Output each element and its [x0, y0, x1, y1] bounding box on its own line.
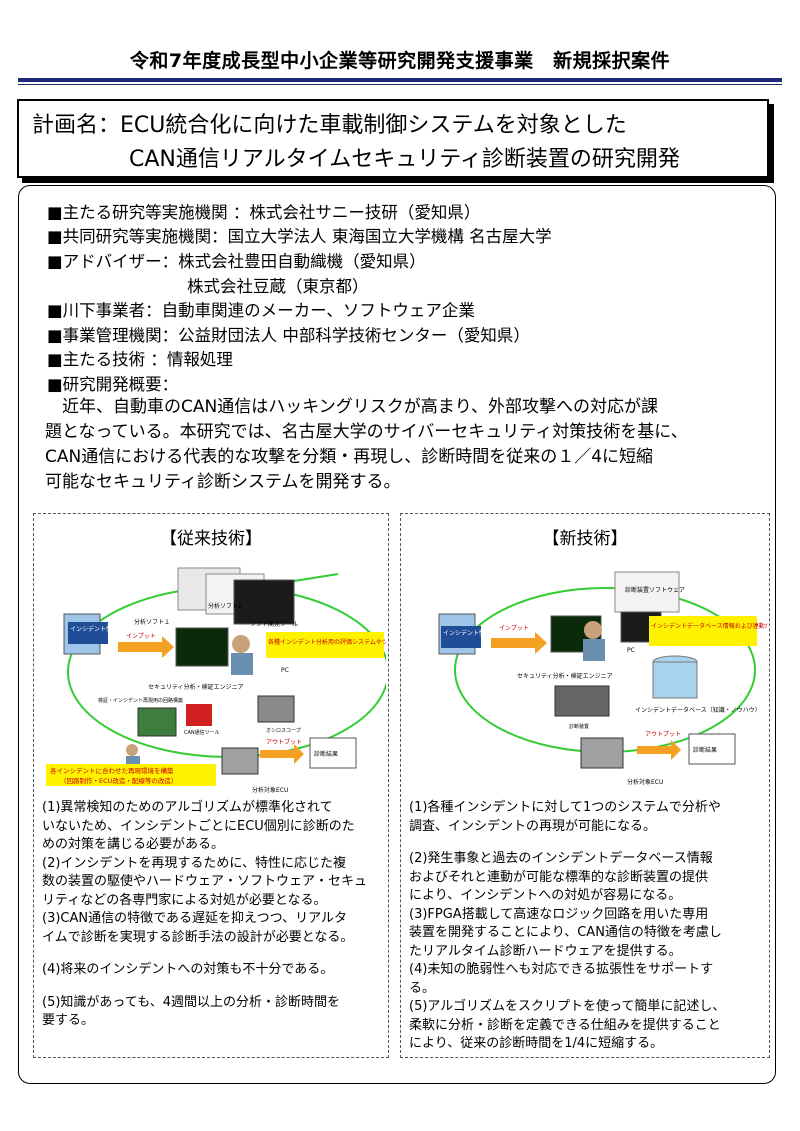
- database-icon: [652, 661, 698, 699]
- bottom-callout-line-1: 各インシデントに合わせた再現環境を構築: [50, 766, 174, 775]
- ecu-label: 分析対象ECU: [627, 778, 663, 786]
- can-tool-label: CAN通信ツール: [184, 729, 220, 736]
- result-label: 診断結果: [314, 750, 338, 758]
- engineer-icon: [584, 621, 602, 639]
- ecu-icon: [580, 737, 624, 769]
- overview-label: ■研究開発概要：: [47, 375, 179, 394]
- reproduce-label: 検証・インシデント再現用の回路構築: [98, 697, 183, 704]
- incident-label-bg: [441, 626, 481, 648]
- engineer-label: セキュリティ分析・検証エンジニア: [517, 672, 613, 680]
- note-item: (5)アルゴリズムをスクリプトを使って簡単に記述し、 柔軟に分析・診断を定義でき…: [409, 999, 726, 1051]
- pc-label: PC: [627, 647, 635, 654]
- note-item: (5)知識があっても、4週間以上の分析・診断時間を 要する。: [42, 994, 340, 1029]
- worker-icon: [126, 744, 138, 756]
- main-technology: ■主たる技術 ：情報処理: [47, 350, 233, 369]
- note-item: (1)各種インシデントに対して1つのシステムで分析や 調査、インシデントの再現が…: [409, 800, 721, 834]
- note-item: (3)CAN通信の特徴である遅延を抑えつつ、リアルタ イムで診断を実現する診断手…: [42, 911, 354, 945]
- output-label: アウトプット: [645, 730, 681, 738]
- software-window-3: [233, 579, 295, 625]
- header-rule: [18, 78, 782, 82]
- downstream-companies: ■川下事業者：自動車関連のメーカー、ソフトウェア企業: [47, 301, 475, 320]
- diagnostic-device-icon: [554, 685, 610, 717]
- conventional-callout: [266, 632, 384, 658]
- note-item: (3)FPGA搭載して高速なロジック回路を用いた専用 装置を開発することにより、…: [409, 906, 722, 959]
- conventional-panel: 【従来技術】 分析ソフト１ 分析ソフト2 ソフト開発ツール インシデント情報 イ…: [33, 513, 389, 1058]
- joint-org: ■共同研究等実施機関：国立大学法人 東海国立大学機構 名古屋大学: [47, 227, 552, 246]
- pc-label: PC: [281, 667, 289, 674]
- advisor-1: ■アドバイザー：株式会社豊田自動織機（愛知県）: [47, 252, 426, 271]
- new-callout: [649, 616, 757, 646]
- note-item: (1)異常検知のためのアルゴリズムが標準化されて いないため、インシデントごとに…: [42, 800, 355, 852]
- result-label: 診断結果: [693, 746, 717, 754]
- result-doc-icon: [309, 737, 357, 769]
- overview-line: CAN通信における代表的な攻撃を分類・再現し、診断時間を従来の１／4に短縮: [45, 447, 654, 467]
- incident-label-bg: [68, 622, 108, 644]
- input-arrow: [118, 636, 174, 658]
- tool-label: ソフト開発ツール: [250, 620, 298, 628]
- input-arrow: [491, 632, 547, 654]
- ecu-label: 分析対象ECU: [252, 786, 288, 794]
- soft1-label: 分析ソフト１: [134, 618, 170, 626]
- software-window: [614, 571, 680, 613]
- lead-org: ■主たる研究等実施機関 ：株式会社サニー技研（愛知県）: [47, 203, 481, 222]
- conventional-title: 【従来技術】: [160, 529, 262, 549]
- new-figure: 診断装置ソフトウェア インシデント情報 インプット PC インシデントデータベー…: [438, 571, 767, 786]
- engineer-icon: [232, 635, 250, 653]
- bottom-callout: [46, 764, 216, 786]
- page-title: 令和7年度成長型中小企業等研究開発支援事業 新規採択案件: [129, 50, 671, 72]
- overview-line: 近年、自動車のCAN通信はハッキングリスクが高まり、外部攻撃への対応が課: [45, 397, 659, 417]
- incident-label: インシデント情報: [70, 625, 118, 633]
- plan-title-line-1: 計画名：ECU統合化に向けた車載制御システムを対象とした: [32, 113, 627, 138]
- note-item: (2)インシデントを再現するために、特性に応じた複 数の装置の駆使やハードウェア…: [42, 855, 368, 908]
- result-doc-icon: [688, 733, 736, 765]
- output-arrow: [260, 744, 304, 764]
- oscilloscope-icon: [257, 695, 295, 723]
- output-label: アウトプット: [266, 738, 302, 746]
- new-callout-text: インシデントデータベース情報および連動が可能な診断装置の提供によりシステム一元化: [651, 622, 767, 630]
- flow-loop: [454, 587, 756, 753]
- input-label: インプット: [126, 633, 156, 640]
- software-label: 診断装置ソフトウェア: [625, 586, 685, 594]
- engineer-body: [231, 653, 253, 675]
- conventional-figure: 分析ソフト１ 分析ソフト2 ソフト開発ツール インシデント情報 インプット PC…: [46, 567, 386, 794]
- overview-line: 題となっている。本研究では、名古屋大学のサイバーセキュリティ対策技術を基に、: [45, 422, 688, 442]
- note-item: (4)将来のインシデントへの対策も不十分である。: [42, 962, 334, 977]
- engineer-label: セキュリティ分析・検証エンジニア: [148, 683, 244, 691]
- overview-line: 可能なセキュリティ診断システムを開発する。: [45, 472, 401, 492]
- new-notes: (1)各種インシデントに対して1つのシステムで分析や 調査、インシデントの再現が…: [409, 799, 725, 1054]
- db-label: インシデントデータベース（知識・ノウハウ）: [635, 706, 761, 714]
- soft2-label: 分析ソフト2: [208, 602, 242, 610]
- bottom-callout-line-2: （回路制作・ECU改造・配線等の改造）: [60, 776, 177, 785]
- device-label: 診断装置: [569, 723, 589, 730]
- input-label: インプット: [499, 625, 529, 632]
- output-arrow: [637, 740, 681, 760]
- new-title: 【新技術】: [542, 529, 628, 549]
- circuit-board-icon: [137, 707, 177, 737]
- plan-title-line-2: CAN通信リアルタイムセキュリティ診断装置の研究開発: [129, 147, 680, 172]
- header-rule-thin: [18, 84, 782, 85]
- scope-label: オシロスコープ: [266, 728, 301, 734]
- note-item: (2)発生事象と過去のインシデントデータベース情報 およびそれと連動が可能な標準…: [409, 851, 713, 903]
- conventional-callout-text: 各種インシデント分析用の評価システムやツール準備: [268, 638, 386, 646]
- management-org: ■事業管理機関：公益財団法人 中部科学技術センター（愛知県）: [47, 326, 530, 345]
- ecu-icon: [221, 747, 259, 775]
- can-tool-icon: [186, 704, 212, 726]
- engineer-body: [583, 639, 605, 661]
- incident-label: インシデント情報: [443, 629, 491, 637]
- plan-title-box: 計画名：ECU統合化に向けた車載制御システムを対象とした CAN通信リアルタイム…: [17, 99, 769, 178]
- conventional-notes: (1)異常検知のためのアルゴリズムが標準化されて いないため、インシデントごとに…: [42, 799, 367, 1031]
- note-item: (4)未知の脆弱性へも対応できる拡張性をサポートす る。: [409, 962, 714, 996]
- pc-monitor-icon: [175, 627, 229, 667]
- advisor-2: 株式会社豆蔵（東京都）: [187, 277, 369, 296]
- overview-text: 近年、自動車のCAN通信はハッキングリスクが高まり、外部攻撃への対応が課 題とな…: [45, 395, 765, 495]
- new-panel: 【新技術】 診断装置ソフトウェア インシデント情報 インプット PC インシデン…: [400, 513, 770, 1058]
